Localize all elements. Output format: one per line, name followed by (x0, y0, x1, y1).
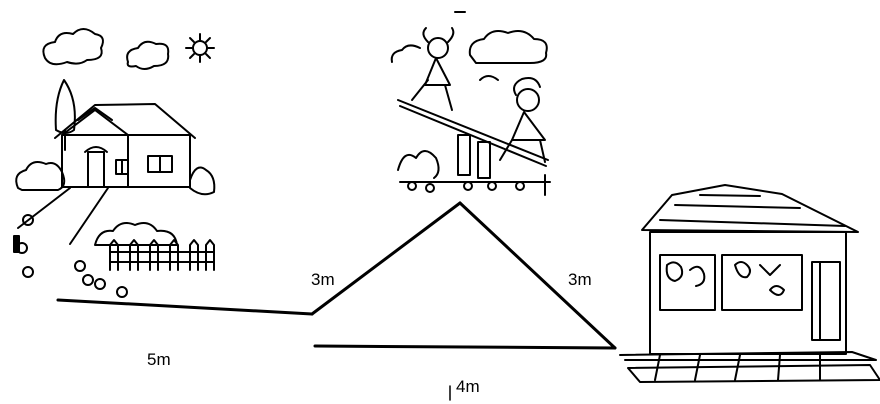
tree-icon (54, 79, 76, 151)
school-building-icon (619, 184, 880, 383)
base-label: 4m (456, 377, 480, 396)
right-slope-label: 3m (568, 270, 592, 289)
base-line (313, 344, 617, 350)
flower-icon (13, 214, 128, 298)
route-lines (56, 201, 617, 350)
left-slope-line (310, 201, 462, 316)
sun-icon (185, 33, 215, 63)
cloud-icon (42, 28, 170, 70)
fence-icon (109, 239, 215, 271)
left-path-line (56, 298, 314, 316)
left-slope-label: 3m (311, 270, 335, 289)
left-path-label: 5m (147, 350, 171, 369)
right-slope-line (458, 201, 617, 350)
house-icon (13, 28, 216, 298)
seesaw-children-icon (390, 11, 551, 196)
